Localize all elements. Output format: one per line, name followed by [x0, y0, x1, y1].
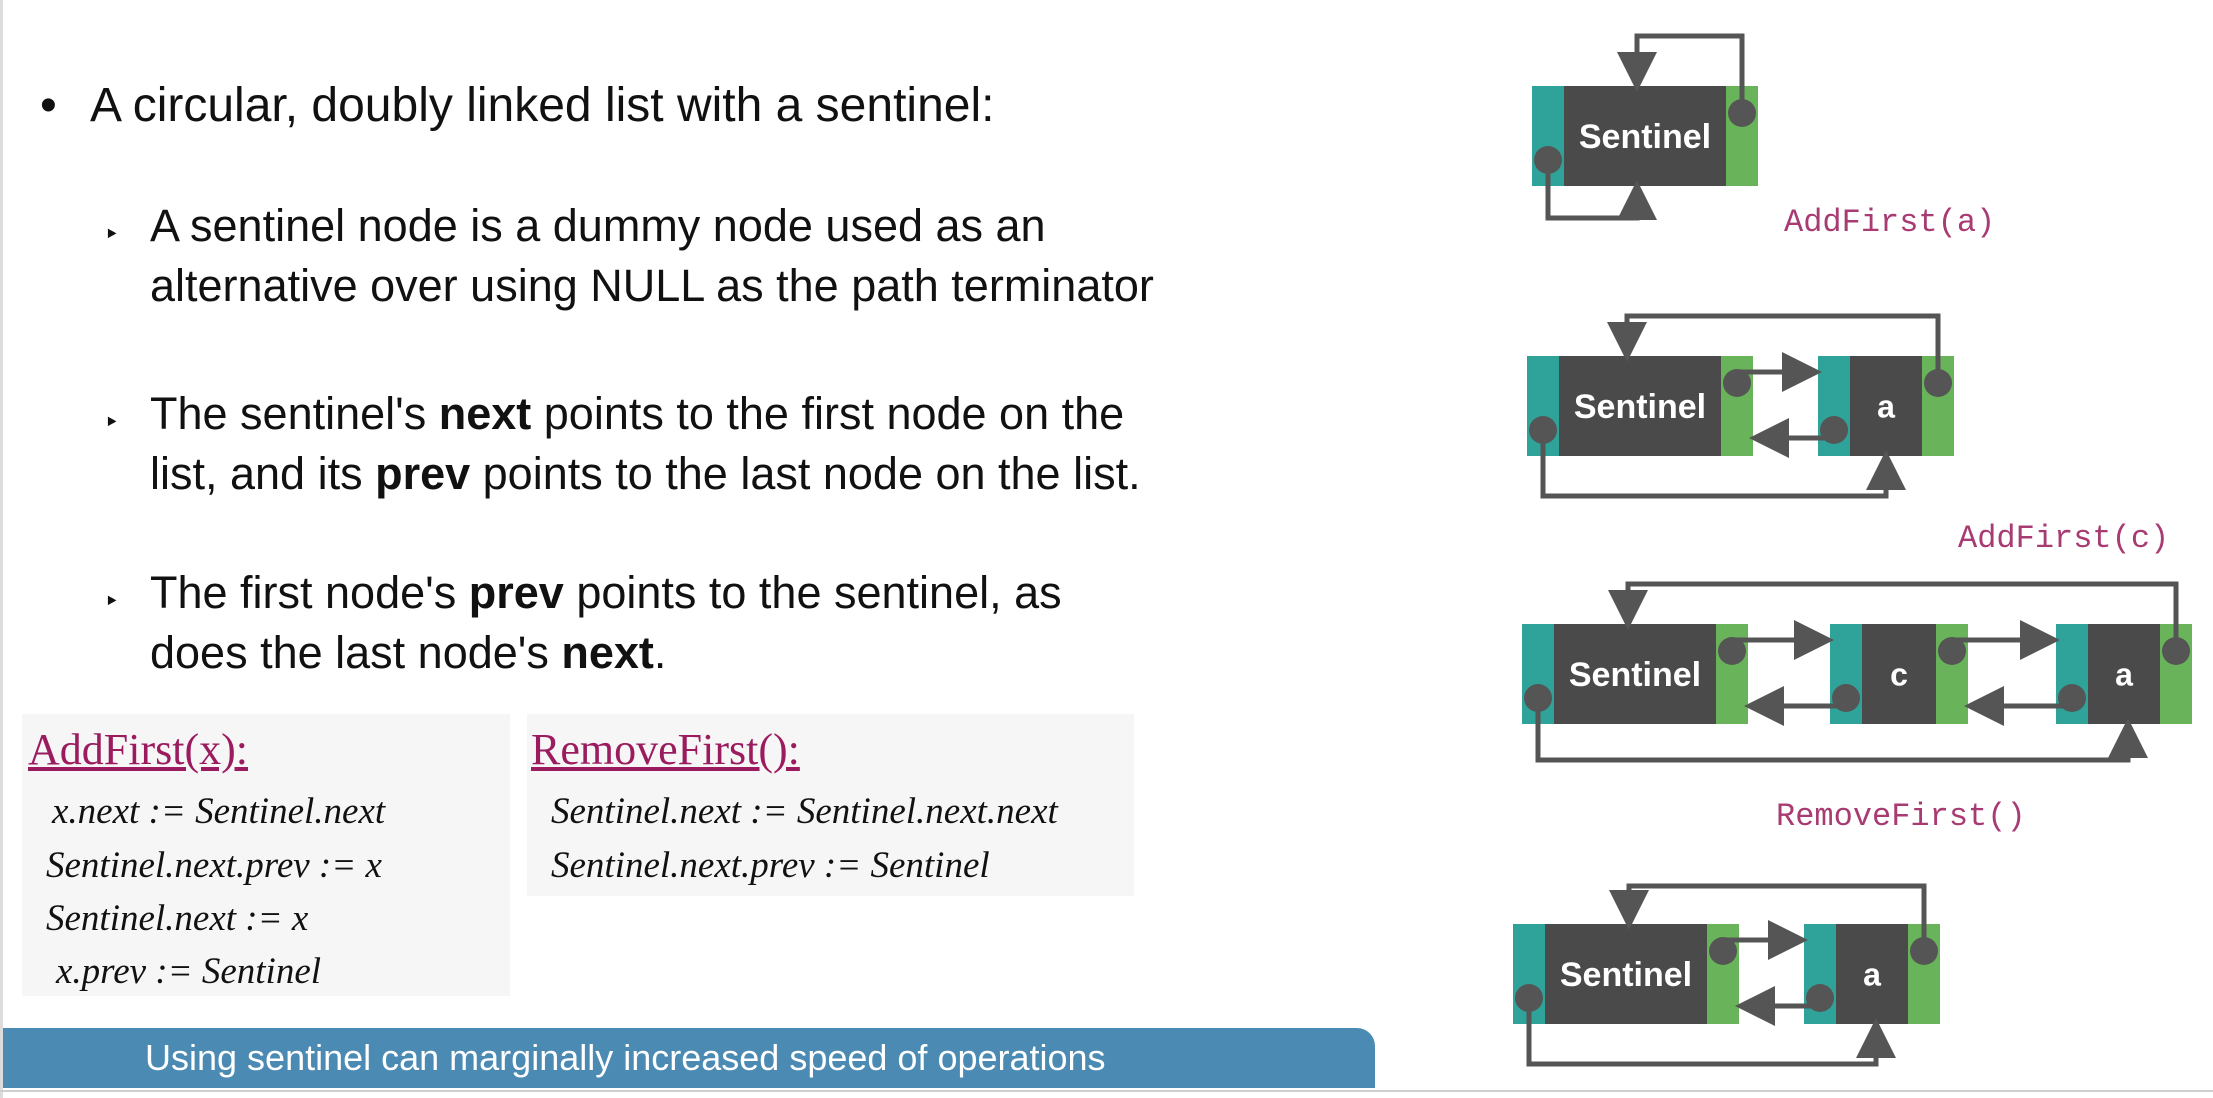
next-pointer-dot	[2162, 637, 2190, 665]
main-bullet-text: A circular, doubly linked list with a se…	[90, 79, 995, 132]
next-pointer-dot	[1723, 369, 1751, 397]
sub-bullet-line: The sentinel's next points to the first …	[150, 388, 1125, 439]
code-line: x.next := Sentinel.next	[52, 791, 386, 832]
node-sentinel	[1527, 356, 1753, 456]
node-sentinel	[1522, 624, 1748, 724]
sentinel-prev-arrow	[1526, 998, 1896, 1067]
operation-label-removefirst: RemoveFirst()	[1776, 798, 2026, 835]
prev-self-arrow	[1545, 160, 1657, 221]
sentinel-prev-arrow	[1535, 698, 2148, 763]
code-line: x.prev := Sentinel	[56, 951, 322, 992]
removefirst-title: RemoveFirst():	[531, 725, 800, 774]
next-pointer-dot	[1910, 937, 1938, 965]
node-label-c: c	[1890, 657, 1908, 693]
node-label-sentinel: Sentinel	[1569, 656, 1701, 694]
next-pointer-dot	[1924, 369, 1952, 397]
keyword-next: next	[561, 627, 654, 678]
slide-bottom-edge	[0, 1090, 2213, 1092]
code-line: Sentinel.next.prev := x	[46, 845, 382, 886]
sub-bullet-first-last-node: ‣ The first node's prev points to the se…	[104, 563, 1062, 683]
banner-text: Using sentinel can marginally increased …	[145, 1037, 1106, 1078]
next-pointer-dot	[1938, 637, 1966, 665]
node-label-sentinel: Sentinel	[1579, 118, 1711, 156]
next-pointer-dot	[1709, 937, 1737, 965]
addfirst-title: AddFirst(x):	[28, 725, 248, 774]
next-pointer-dot	[1718, 637, 1746, 665]
code-line: Sentinel.next.prev := Sentinel	[551, 845, 990, 886]
slide-left-edge	[0, 0, 3, 1098]
last-next-arrow	[1607, 313, 1941, 372]
triangle-bullet-icon: ‣	[104, 586, 120, 616]
node-label-a: a	[2115, 657, 2133, 693]
node-sentinel	[1532, 86, 1758, 186]
next-self-arrow	[1617, 33, 1745, 113]
operation-label-addfirst-a: AddFirst(a)	[1784, 204, 1996, 241]
sentinel-prev-arrow	[1540, 430, 1906, 499]
node-label-a: a	[1863, 957, 1881, 993]
keyword-prev: prev	[468, 567, 564, 618]
triangle-bullet-icon: ‣	[104, 407, 120, 437]
operation-label-addfirst-c: AddFirst(c)	[1958, 520, 2170, 557]
triangle-bullet-icon: ‣	[104, 219, 120, 249]
code-line: Sentinel.next := Sentinel.next.next	[551, 791, 1058, 832]
node-label-a: a	[1877, 389, 1895, 425]
node-sentinel	[1513, 924, 1739, 1024]
code-line: Sentinel.next := x	[46, 898, 309, 939]
removefirst-code-box: RemoveFirst(): Sentinel.next := Sentinel…	[527, 714, 1134, 896]
sub-bullet-sentinel-pointers: ‣ The sentinel's next points to the firs…	[104, 384, 1141, 504]
footer-banner: Using sentinel can marginally increased …	[3, 1028, 1375, 1088]
node-label-sentinel: Sentinel	[1560, 956, 1692, 994]
keyword-prev: prev	[375, 448, 471, 499]
sub-bullet-line: alternative over using NULL as the path …	[150, 260, 1154, 311]
last-next-arrow	[1608, 581, 2179, 640]
node-label-sentinel: Sentinel	[1574, 388, 1706, 426]
bullet-dot: •	[40, 79, 57, 132]
keyword-next: next	[438, 388, 532, 439]
sub-bullet-line: The first node's prev points to the sent…	[150, 567, 1062, 618]
sub-bullet-line: does the last node's next.	[150, 627, 667, 678]
addfirst-code-box: AddFirst(x): x.next := Sentinel.next Sen…	[22, 714, 510, 996]
sub-bullet-sentinel-definition: ‣ A sentinel node is a dummy node used a…	[104, 196, 1154, 316]
sub-bullet-line: list, and its prev points to the last no…	[150, 448, 1141, 499]
sub-bullet-line: A sentinel node is a dummy node used as …	[150, 200, 1046, 251]
last-next-arrow	[1609, 883, 1927, 940]
